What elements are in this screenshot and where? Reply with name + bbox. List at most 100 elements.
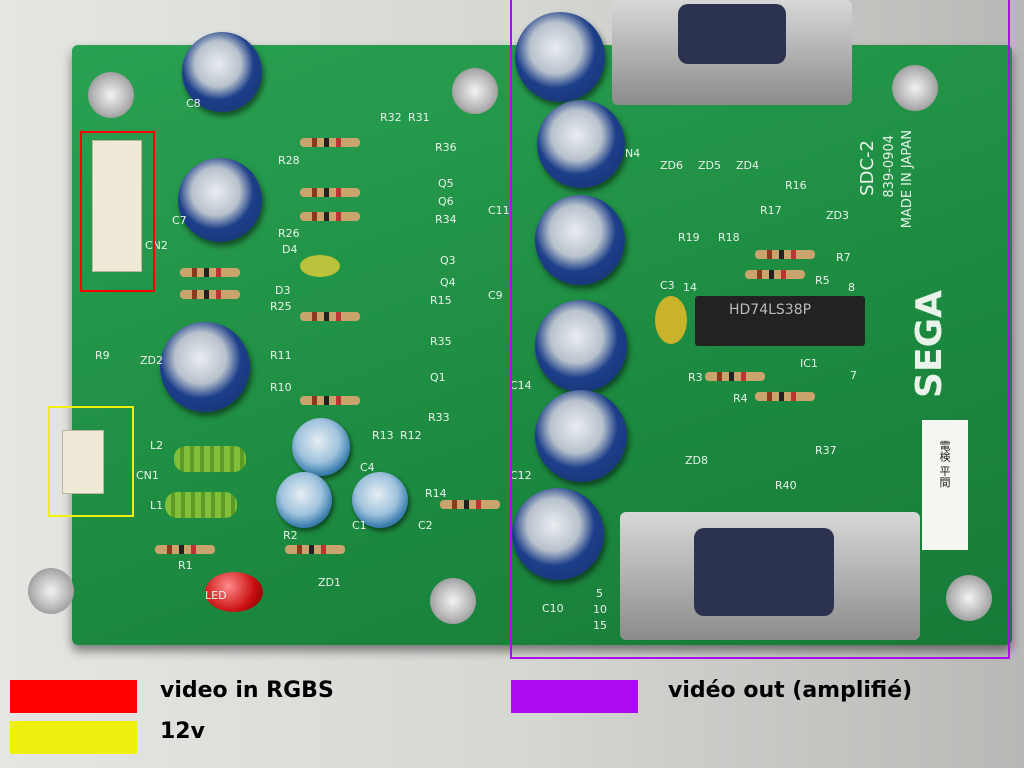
- label-q6: Q6: [438, 195, 454, 208]
- label-c2: C2: [418, 519, 433, 532]
- inductor-l1: [165, 492, 237, 518]
- label-r26: R26: [278, 227, 300, 240]
- capacitor-c2: [352, 472, 408, 528]
- label-r19: R19: [678, 231, 700, 244]
- resistor: [300, 312, 360, 321]
- capacitor-c10: [512, 488, 604, 580]
- label-r18: R18: [718, 231, 740, 244]
- label-d4: D4: [282, 243, 298, 256]
- label-zd1: ZD1: [318, 576, 342, 589]
- inductor-l2: [174, 446, 246, 472]
- vga-connector-bottom: [620, 512, 920, 640]
- annotation-12v-box: [48, 406, 134, 517]
- label-r31: R31: [408, 111, 430, 124]
- label-r3: R3: [688, 371, 703, 384]
- capacitor: [535, 195, 625, 285]
- capacitor: [537, 100, 625, 188]
- mounting-screw: [430, 578, 476, 624]
- label-c1: C1: [352, 519, 367, 532]
- capacitor-c8: [182, 32, 262, 112]
- label-r4: R4: [733, 392, 748, 405]
- label-r25: R25: [270, 300, 292, 313]
- resistor: [300, 138, 360, 147]
- label-r40: R40: [775, 479, 797, 492]
- resistor-r5: [745, 270, 805, 279]
- label-r28: R28: [278, 154, 300, 167]
- legend-swatch-purple: [511, 680, 638, 713]
- label-r34: R34: [435, 213, 457, 226]
- label-r9: R9: [95, 349, 110, 362]
- label-r11: R11: [270, 349, 292, 362]
- label-r16: R16: [785, 179, 807, 192]
- resistor: [180, 290, 240, 299]
- label-r36: R36: [435, 141, 457, 154]
- label-c9: C9: [488, 289, 503, 302]
- label-l1: L1: [150, 499, 164, 512]
- label-r17: R17: [760, 204, 782, 217]
- legend-swatch-yellow: [10, 721, 137, 754]
- annotation-video-in-box: [80, 131, 155, 292]
- resistor-r1: [155, 545, 215, 554]
- capacitor-c7: [178, 158, 262, 242]
- label-c7: C7: [172, 214, 187, 227]
- resistor: [300, 212, 360, 221]
- capacitor: [535, 300, 627, 392]
- label-cn2: CN2: [145, 239, 168, 252]
- label-r32: R32: [380, 111, 402, 124]
- label-r14: R14: [425, 487, 447, 500]
- label-pin-8: 8: [848, 281, 855, 294]
- label-r37: R37: [815, 444, 837, 457]
- label-c10: C10: [542, 602, 564, 615]
- annotation-video-out-box: [510, 0, 1010, 659]
- resistor-r3: [705, 372, 765, 381]
- label-r1: R1: [178, 559, 193, 572]
- resistor: [180, 268, 240, 277]
- capacitor-c3: [655, 296, 687, 344]
- label-n4: N4: [625, 147, 641, 160]
- label-ic1: IC1: [800, 357, 818, 370]
- label-zd6: ZD6: [660, 159, 684, 172]
- label-zd8: ZD8: [685, 454, 709, 467]
- label-cn1: CN1: [136, 469, 159, 482]
- label-r10: R10: [270, 381, 292, 394]
- resistor: [300, 188, 360, 197]
- label-pin-15: 15: [593, 619, 607, 632]
- label-r7: R7: [836, 251, 851, 264]
- led: [205, 572, 263, 612]
- label-r2: R2: [283, 529, 298, 542]
- cn1-connector: [62, 430, 104, 494]
- mounting-screw: [452, 68, 498, 114]
- label-q5: Q5: [438, 177, 454, 190]
- capacitor: [515, 12, 605, 102]
- mounting-screw: [88, 72, 134, 118]
- resistor-r14: [440, 500, 500, 509]
- label-c3: C3: [660, 279, 675, 292]
- resistor-r4: [755, 392, 815, 401]
- cn2-connector: [92, 140, 142, 272]
- mounting-screw: [28, 568, 74, 614]
- label-c12: C12: [510, 469, 532, 482]
- label-c8: C8: [186, 97, 201, 110]
- diode-d4: [300, 255, 340, 277]
- label-pin-5: 5: [596, 587, 603, 600]
- label-l2: L2: [150, 439, 164, 452]
- resistor-r7: [755, 250, 815, 259]
- label-r12: R12: [400, 429, 422, 442]
- label-r5: R5: [815, 274, 830, 287]
- legend-label-video-in: video in RGBS: [160, 678, 334, 703]
- ic1-chip: HD74LS38P: [695, 296, 865, 346]
- label-q3: Q3: [440, 254, 456, 267]
- label-led: LED: [205, 589, 227, 602]
- label-d3: D3: [275, 284, 291, 297]
- label-zd3: ZD3: [826, 209, 850, 222]
- label-zd2: ZD2: [140, 354, 164, 367]
- mounting-screw: [892, 65, 938, 111]
- label-zd5: ZD5: [698, 159, 722, 172]
- mounting-screw: [946, 575, 992, 621]
- capacitor: [160, 322, 250, 412]
- label-q1: Q1: [430, 371, 446, 384]
- label-pin-7: 7: [850, 369, 857, 382]
- legend-swatch-red: [10, 680, 137, 713]
- capacitor-c4: [292, 418, 350, 476]
- resistor: [300, 396, 360, 405]
